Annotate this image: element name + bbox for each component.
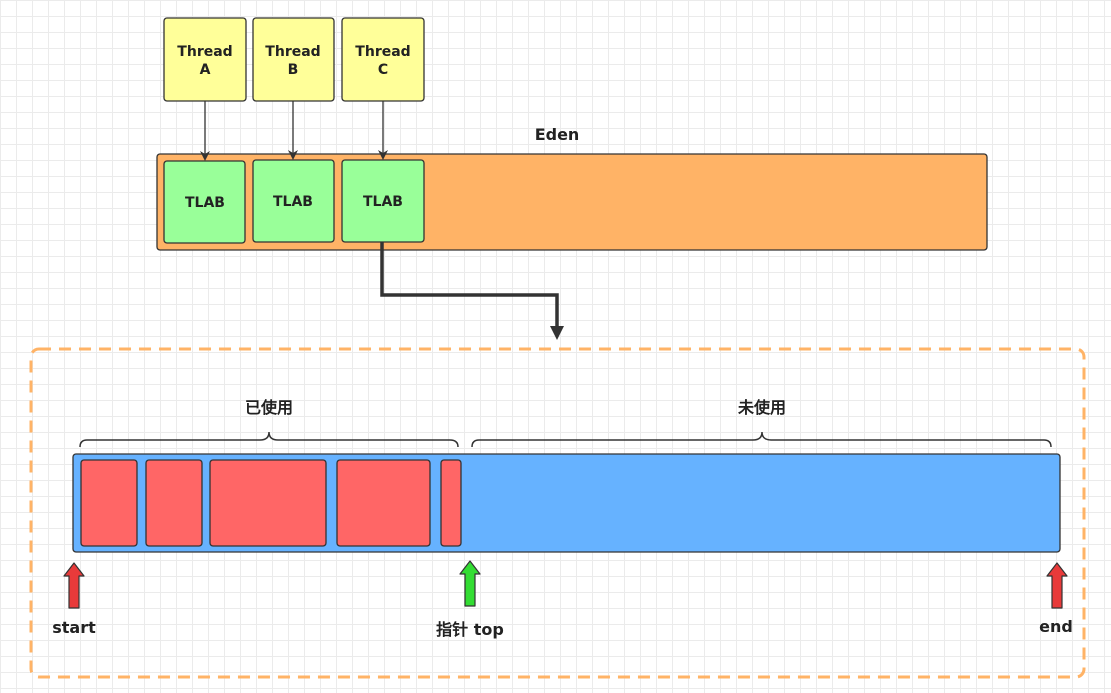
- thread-c-label-line1: Thread: [355, 44, 410, 60]
- used-brace: [79, 431, 459, 448]
- end-label: end: [1039, 617, 1073, 636]
- thread-a-label-line2: A: [200, 62, 211, 78]
- tlab-b-label: TLAB: [273, 194, 313, 210]
- allocated-object-4: [336, 459, 431, 547]
- thread-b-label-line2: B: [288, 62, 299, 78]
- tlab-a-box: TLAB: [163, 160, 246, 244]
- tlab-c-box: TLAB: [341, 159, 425, 243]
- top-pointer-arrow-icon: [459, 560, 481, 607]
- thread-a-box: Thread A: [163, 17, 247, 102]
- top-pointer-label: 指针 top: [436, 620, 504, 639]
- thread-a-label-line1: Thread: [177, 44, 232, 60]
- end-arrow-icon: [1046, 562, 1068, 609]
- start-label: start: [52, 618, 96, 637]
- used-label: 已使用: [245, 398, 293, 417]
- start-arrow-icon: [63, 562, 85, 609]
- tlab-a-label: TLAB: [185, 195, 225, 211]
- tlab-c-label: TLAB: [363, 194, 403, 210]
- tlab-zoom-connector: [380, 242, 564, 340]
- thread-b-label-line1: Thread: [265, 44, 320, 60]
- allocated-object-3: [209, 459, 327, 547]
- unused-label: 未使用: [737, 398, 786, 417]
- eden-label: Eden: [535, 125, 580, 144]
- allocated-object-2: [145, 459, 203, 547]
- allocated-object-1: [80, 459, 138, 547]
- thread-b-box: Thread B: [252, 17, 335, 102]
- thread-c-label-line2: C: [378, 62, 388, 78]
- allocated-object-5: [440, 459, 462, 547]
- thread-c-box: Thread C: [341, 17, 425, 102]
- tlab-b-box: TLAB: [252, 159, 335, 243]
- unused-brace: [471, 431, 1052, 448]
- tlab-detail-container: [29, 347, 1086, 679]
